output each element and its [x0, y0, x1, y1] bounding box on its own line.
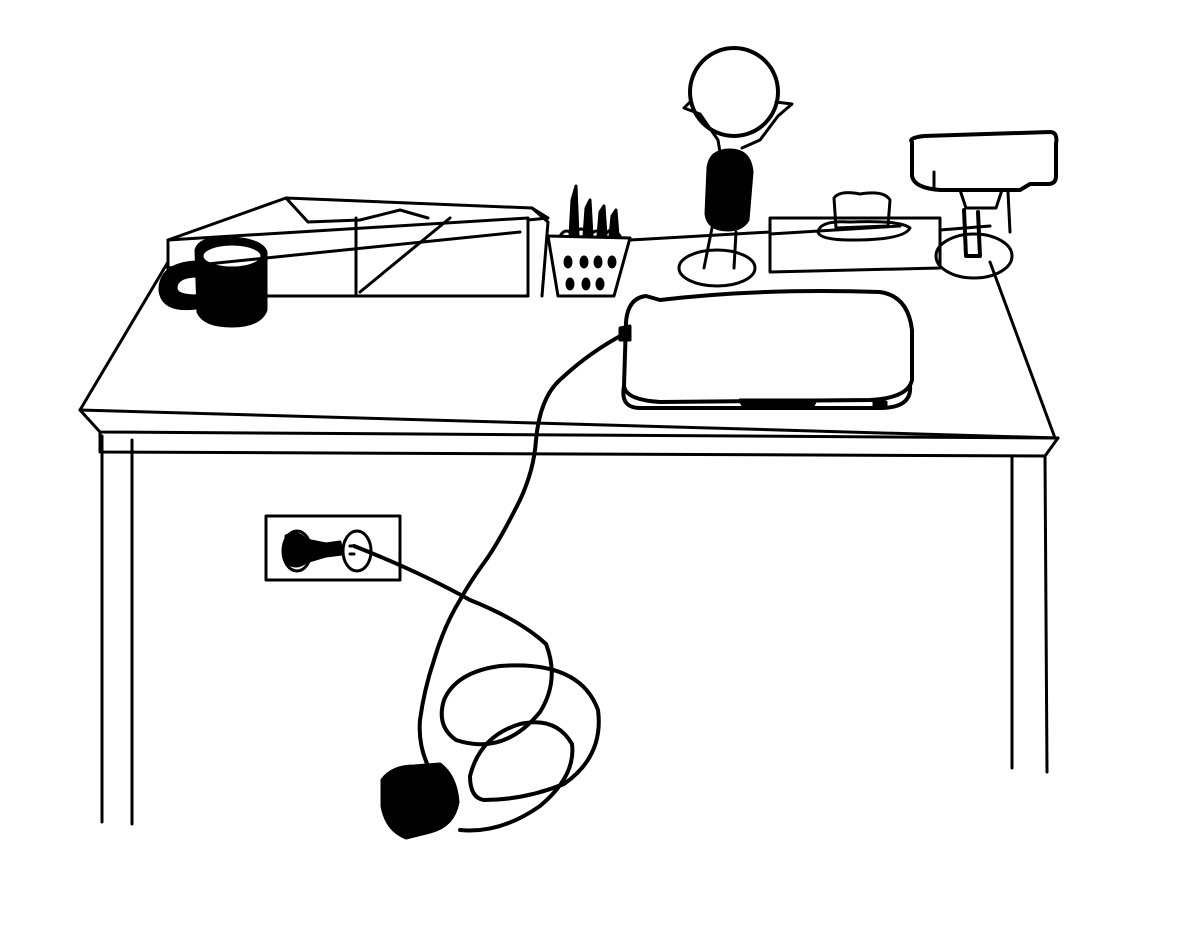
- mug-handle: [158, 260, 200, 311]
- pencil-cup: [546, 184, 632, 298]
- laptop: [618, 289, 914, 410]
- outlet-slot: [348, 544, 356, 556]
- lamp-head: [688, 46, 780, 138]
- monitor-base: [934, 232, 1014, 280]
- monitor-neck: [958, 188, 1012, 234]
- stapler-base: [816, 220, 912, 242]
- desk-top-front-edge: [78, 408, 1060, 440]
- box-flap: [358, 216, 452, 294]
- box-side: [530, 206, 550, 298]
- power-cord-coil: [352, 544, 601, 833]
- stapler-body: [832, 191, 892, 230]
- wall-outlet-plate: [264, 514, 402, 582]
- laptop-latch: [738, 398, 818, 410]
- power-adapter: [380, 762, 460, 840]
- monitor-screen: [909, 130, 1059, 192]
- pencil: [608, 208, 620, 238]
- desk-lamp: [677, 46, 794, 288]
- pencil: [596, 204, 608, 238]
- mug: [158, 230, 522, 328]
- desk-leg-right-outer: [1043, 454, 1049, 774]
- pencil-cup-dots: [563, 255, 617, 291]
- desk-apron: [98, 430, 1060, 458]
- pencil: [568, 184, 580, 238]
- lamp-arms: [682, 100, 794, 154]
- mug-shadow-line: [166, 230, 522, 270]
- laptop-lid: [622, 289, 914, 404]
- power-plug: [284, 532, 344, 568]
- box-lid-fold: [284, 196, 430, 224]
- laptop-led: [872, 400, 888, 408]
- desk-back-edge: [628, 224, 992, 242]
- power-cord: [417, 332, 626, 768]
- pencil: [582, 198, 594, 238]
- lamp-base: [677, 248, 757, 288]
- desk: [78, 260, 1060, 826]
- lamp-body: [704, 148, 754, 232]
- monitor: [909, 130, 1059, 280]
